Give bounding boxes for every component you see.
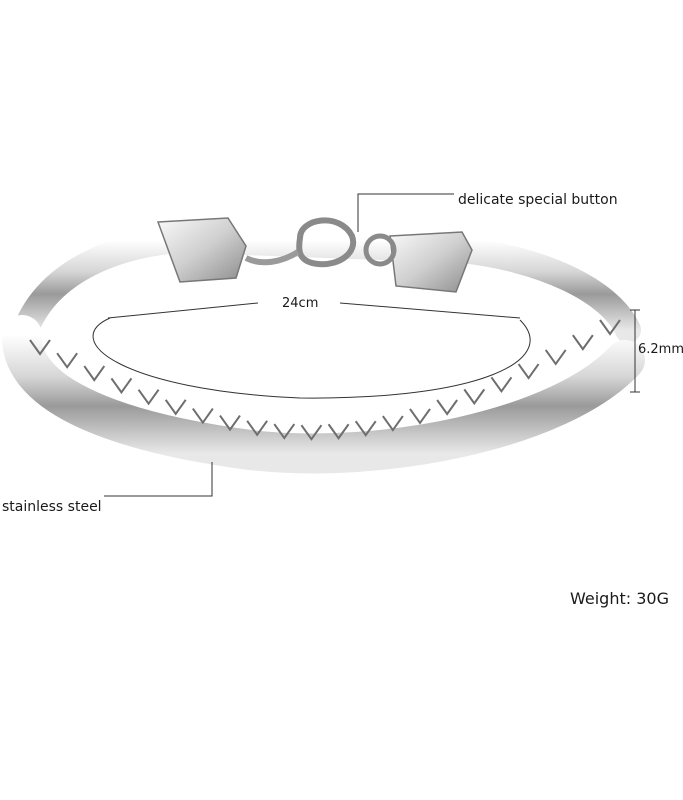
weight-label: Weight: 30G [570, 589, 669, 608]
chain-link [300, 424, 323, 441]
chain-link [436, 399, 458, 416]
chain-link [517, 363, 540, 380]
length-line-left [107, 302, 259, 319]
chain-link [110, 377, 133, 395]
chain-link [83, 365, 106, 382]
chain-link [137, 389, 160, 406]
chain-link [192, 407, 214, 425]
chain-link [572, 334, 594, 351]
length-line-right [339, 302, 521, 319]
chain-link [490, 376, 513, 394]
material-label: stainless steel [2, 499, 102, 515]
jump-ring [363, 233, 397, 267]
chain-link [246, 420, 268, 437]
length-label: 24cm [282, 296, 319, 311]
clasp-end-left [156, 217, 247, 283]
button-label: delicate special button [458, 192, 618, 208]
chain-link [29, 339, 51, 356]
chain-link [354, 420, 377, 437]
chain-link [273, 423, 296, 440]
chain-link [219, 415, 241, 432]
annotation-lines [92, 193, 640, 497]
clasp-end-right [389, 231, 473, 293]
width-label: 6.2mm [638, 342, 683, 357]
clasp-connector [244, 249, 300, 266]
chain-link [544, 349, 567, 366]
chain-link [382, 415, 404, 432]
chain-links [29, 319, 621, 441]
chain-link [409, 408, 431, 425]
bracelet-back-band [17, 226, 641, 343]
chain-link [463, 388, 486, 406]
steel-leader-line [104, 462, 213, 497]
length-ellipse [92, 317, 531, 399]
button-leader-line [357, 193, 454, 232]
chain-link [56, 352, 78, 369]
lobster-clasp [296, 217, 357, 268]
chain-link [327, 423, 350, 440]
chain-link [164, 399, 187, 416]
bracelet [2, 217, 645, 474]
bracelet-front-band [2, 315, 645, 474]
chain-link [599, 319, 621, 336]
